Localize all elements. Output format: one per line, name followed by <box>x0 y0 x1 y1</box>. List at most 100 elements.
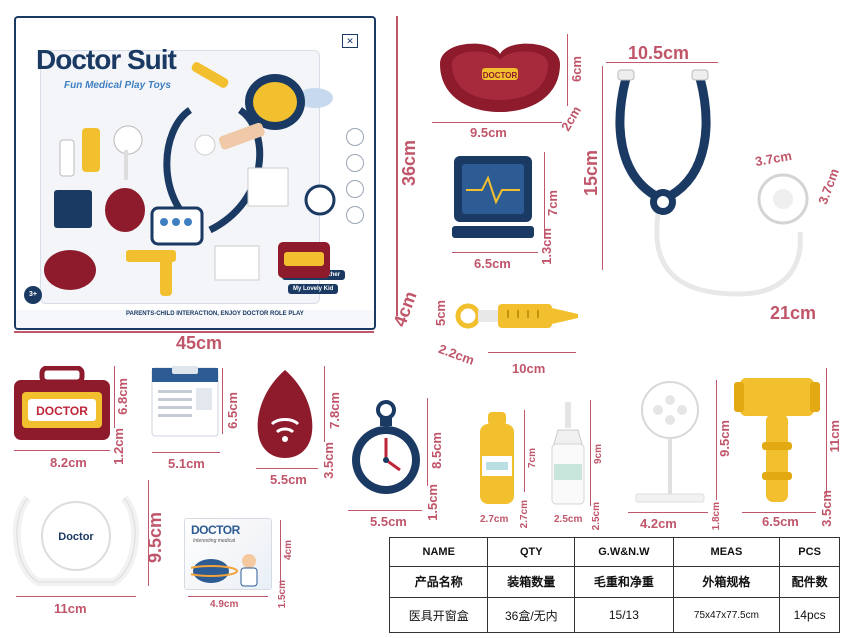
spec-header-cn: 外箱规格 <box>672 565 781 599</box>
bulb-width-label: 5.5cm <box>270 472 307 487</box>
monitor-depth-label: 1.3cm <box>539 228 554 265</box>
ybottle-h-line <box>524 410 525 492</box>
white-bottle-item <box>551 402 585 505</box>
spec-table: NAME QTY G.W&N.W MEAS PCS 产品名称 装箱数量 毛重和净… <box>388 537 840 633</box>
box-depth-label: 4cm <box>389 288 421 330</box>
package-bottom-rail <box>16 310 374 328</box>
spec-header: NAME <box>388 537 489 567</box>
box-width-label: 45cm <box>176 333 223 353</box>
age-badge: 3+ <box>24 286 42 304</box>
ybottle-depth-label: 2.7cm <box>519 500 530 529</box>
monitor-width-label: 6.5cm <box>474 256 511 271</box>
bag-logo: DOCTOR <box>36 404 88 418</box>
card-height-label: 6.5cm <box>225 392 240 429</box>
watch-w-line <box>348 510 422 511</box>
reflector-w-line <box>628 512 708 513</box>
spec-header-row-cn: 产品名称 装箱数量 毛重和净重 外箱规格 配件数 <box>388 565 840 599</box>
doctor-bag-item: DOCTOR <box>14 366 110 440</box>
id-card-shape <box>214 245 260 281</box>
reflector-height-label: 9.5cm <box>717 420 732 457</box>
close-icon: ✕ <box>342 34 358 48</box>
box-width-line <box>14 331 374 333</box>
syringe-w-line <box>488 352 576 353</box>
tablet-shape <box>150 206 204 246</box>
bulb-item <box>257 370 313 458</box>
spec-header: PCS <box>779 537 840 567</box>
package-slogan: PARENTS-CHILD INTERACTION, ENJOY DOCTOR … <box>126 311 304 317</box>
spec-header: G.W&N.W <box>574 537 674 567</box>
stetho-length-label: 21cm <box>770 303 817 323</box>
tray-w-line <box>432 122 562 123</box>
mirror-logo: Doctor <box>58 531 94 543</box>
idcard-w-line <box>188 596 268 597</box>
tray-logo: DOCTOR <box>483 71 518 80</box>
idcard-width-label: 4.9cm <box>210 599 239 610</box>
bag-h-line <box>114 366 115 428</box>
syringe-item <box>455 303 578 329</box>
white-bottle-shape <box>59 139 75 177</box>
bulb-shape <box>105 188 145 232</box>
stetho-height-label: 15cm <box>581 150 601 197</box>
ybottle-width-label: 2.7cm <box>480 514 509 525</box>
id-card-subtitle: Interesting medical <box>193 538 235 544</box>
hand-icon <box>346 206 364 224</box>
bag-height-label: 6.8cm <box>115 378 130 415</box>
box-height-line <box>396 16 398 316</box>
stopwatch-item <box>352 400 420 494</box>
hammer-width-label: 6.5cm <box>762 514 799 529</box>
spec-header: QTY <box>487 537 576 567</box>
card-h-line <box>222 368 223 434</box>
bulb-depth-label: 3.5cm <box>321 442 336 479</box>
spec-header-row-en: NAME QTY G.W&N.W MEAS PCS <box>388 537 840 567</box>
heart-icon <box>346 154 364 172</box>
spec-value-weight: 15/13 <box>574 597 674 633</box>
bag-depth-label: 1.2cm <box>111 428 126 465</box>
watch-shape <box>304 184 336 216</box>
box-height-label: 36cm <box>399 140 419 187</box>
mirror-width-label: 11cm <box>54 601 87 616</box>
reflector-depth-label: 1.8cm <box>711 502 722 531</box>
hammer-item <box>734 378 820 502</box>
reflector-item <box>635 381 705 503</box>
idcard-h-line <box>280 520 281 584</box>
brand-subtitle: Fun Medical Play Toys <box>64 80 171 91</box>
mirror-h-line <box>148 480 149 586</box>
spec-value-pcs: 14pcs <box>779 597 840 633</box>
stetho-h-line <box>602 66 603 270</box>
hammer-height-label: 11cm <box>827 420 842 453</box>
clipboard-card-item <box>151 366 219 437</box>
bag-w-line <box>14 450 110 451</box>
idcard-height-label: 4cm <box>283 540 294 561</box>
reflector-h-line <box>716 380 717 500</box>
planet-shape <box>193 559 229 583</box>
stethoscope-item <box>615 69 809 297</box>
id-card-item: DOCTOR Interesting medical <box>184 518 272 590</box>
hammer-h-line <box>826 368 827 496</box>
bandage-shape <box>218 122 265 150</box>
bulb-w-line <box>256 468 318 469</box>
monitor-item <box>452 156 534 238</box>
eye-icon <box>346 180 364 198</box>
watch-h-line <box>427 398 428 486</box>
tray-height-label: 6cm <box>569 56 584 83</box>
tray-shape <box>44 250 96 290</box>
spec-header-cn: 装箱数量 <box>487 565 576 599</box>
mirror-w-line <box>16 596 136 597</box>
spec-header-cn: 产品名称 <box>388 565 489 599</box>
monitor-shape <box>54 190 92 228</box>
spec-header-cn: 毛重和净重 <box>574 565 674 599</box>
packaged-toys <box>44 62 336 296</box>
mirror-height-label: 9.5cm <box>145 512 165 564</box>
spec-value-qty: 36盒/无内 <box>487 597 576 633</box>
cloud-shape <box>297 88 333 108</box>
card-width-label: 5.1cm <box>168 456 205 471</box>
id-card-title: DOCTOR <box>191 523 240 537</box>
idcard-depth-label: 1.5cm <box>277 580 288 609</box>
spec-value-name: 医具开窗盒 <box>388 597 489 633</box>
stetho-w-line <box>606 62 718 63</box>
tray-h-line <box>567 34 568 106</box>
tray-width-label: 9.5cm <box>470 125 507 140</box>
bulb-h-line <box>324 366 325 442</box>
tag-lovely-kid: My Lovely Kid <box>288 284 339 294</box>
brand-title: Doctor Suit <box>36 44 177 75</box>
